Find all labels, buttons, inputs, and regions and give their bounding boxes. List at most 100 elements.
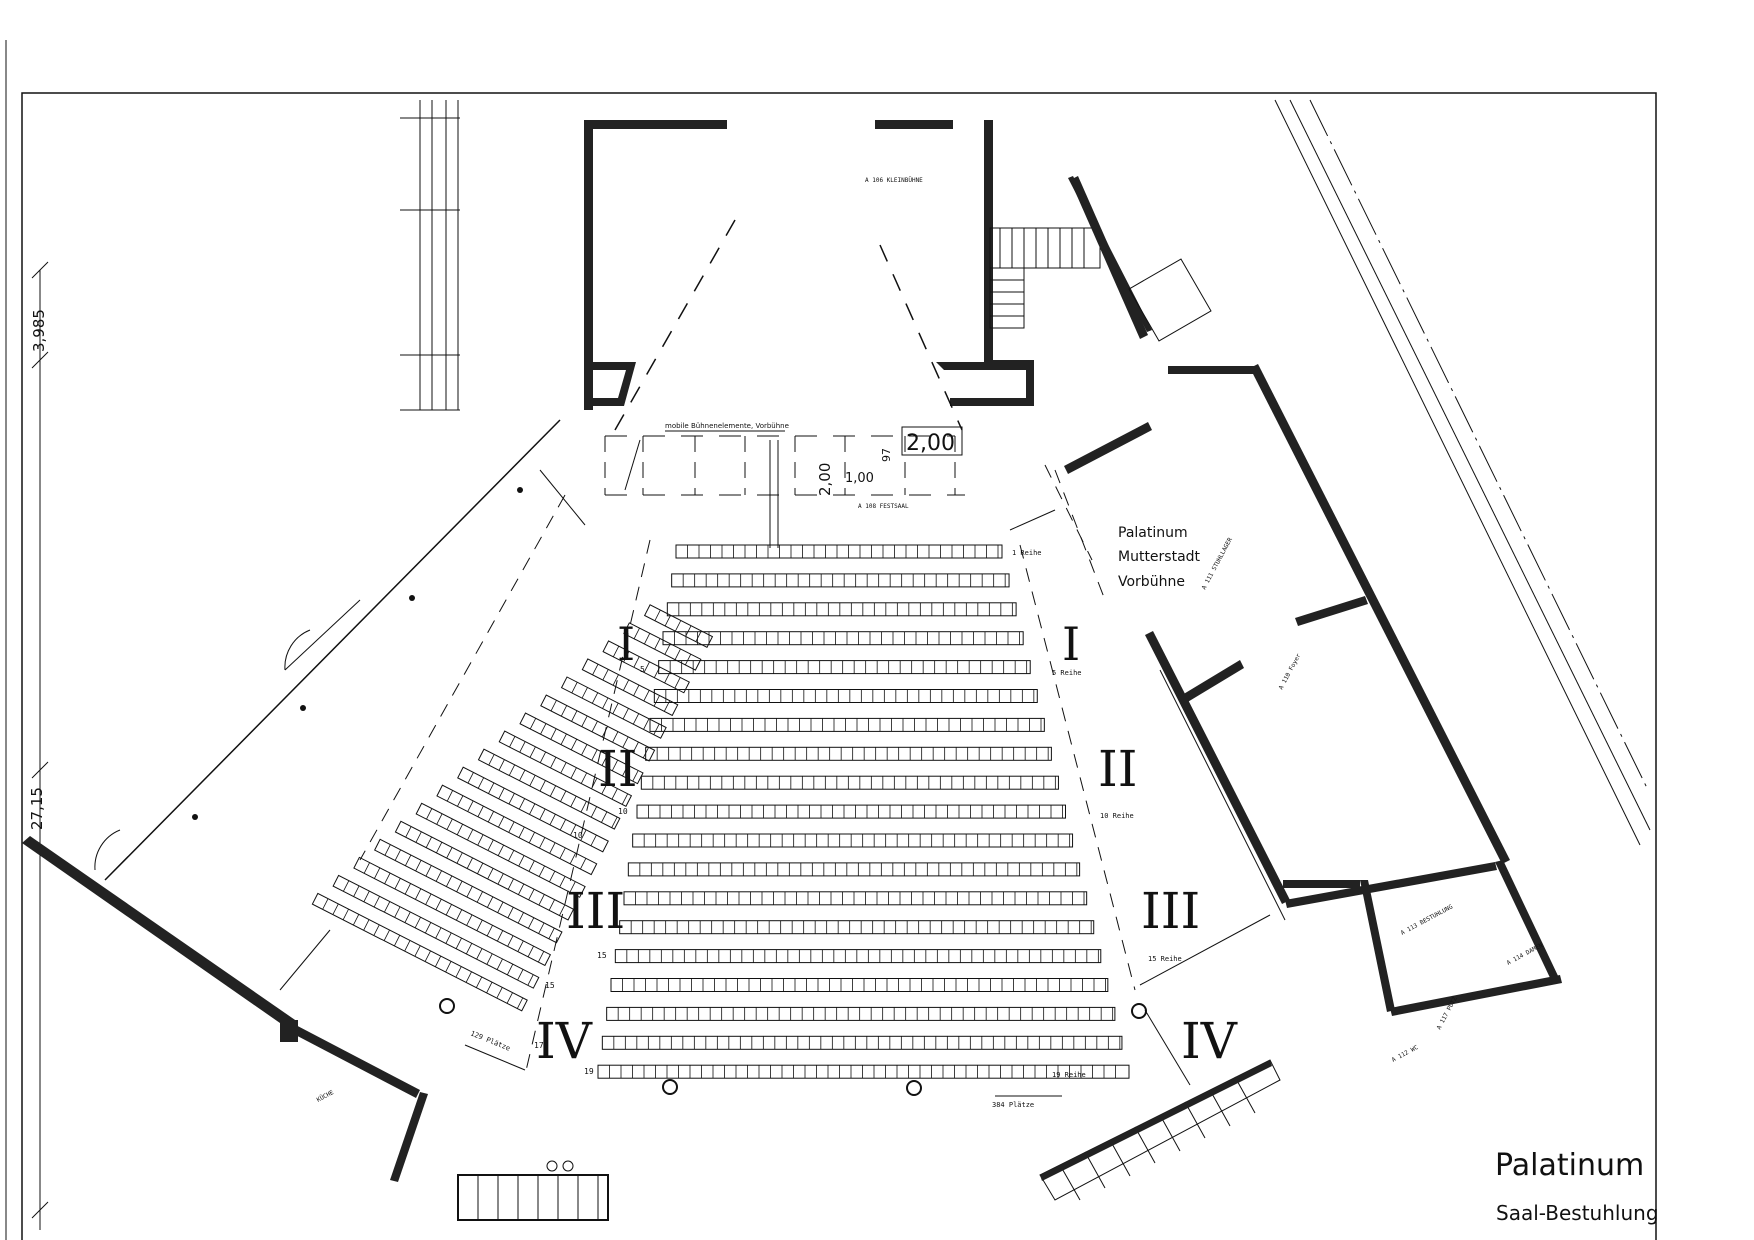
row-label-5: 5 Reihe	[1052, 669, 1082, 677]
venue-label-line3: Vorbühne	[1118, 574, 1185, 590]
center-row-9	[640, 775, 1059, 790]
left-row-16	[332, 874, 540, 989]
stage-sightline-left	[614, 219, 736, 431]
left-dimension-chain	[31, 261, 49, 1230]
lower-stairs	[1039, 1059, 1281, 1201]
pillars	[439, 998, 1147, 1096]
center-row-2	[671, 573, 1010, 588]
dim-tie-right-1	[1009, 509, 1056, 531]
left-row-14	[373, 838, 563, 944]
center-seating-block	[597, 544, 1130, 1079]
dim-left-upper: 3,985	[30, 309, 48, 352]
left-row-10	[457, 766, 609, 853]
row-label-10: 10 Reihe	[1100, 812, 1134, 820]
block-label-4-right: IV	[1181, 1012, 1238, 1070]
left-hall-diagonal-wall	[104, 419, 561, 881]
center-row-16	[610, 978, 1109, 992]
right-dimension-chain	[1274, 99, 1651, 846]
venue-label-line1: Palatinum	[1118, 525, 1188, 541]
left-row-13	[394, 820, 575, 921]
left-hall-door-swing	[284, 629, 311, 671]
block-label-3-right: III	[1141, 882, 1200, 940]
center-row-19	[597, 1064, 1130, 1079]
left-hall-door-swing-2	[94, 829, 121, 871]
row-label-1: 1 Reihe	[1012, 549, 1042, 557]
left-seating-block	[311, 604, 714, 1012]
block-label-3-left: III	[566, 882, 625, 940]
aisle-line-left-inner	[524, 539, 651, 1076]
aisle-line-left-outer	[359, 494, 566, 861]
center-row-7	[649, 717, 1045, 732]
aisle-line-right-inner	[1019, 544, 1136, 991]
center-row-15	[614, 949, 1102, 964]
row-num-10: 10	[618, 807, 628, 816]
seat-count-center: 384 Plätze	[992, 1101, 1034, 1109]
room-wc: A 112 WC	[1391, 1044, 1420, 1064]
right-building-inner-line	[1159, 669, 1286, 921]
title-block-subtitle: Saal-Bestuhlung	[1496, 1201, 1659, 1225]
top-dimension-chain	[400, 100, 460, 411]
center-row-8	[645, 746, 1052, 761]
left-row-2	[623, 622, 702, 671]
room-damen: A 114 DAMEN	[1506, 942, 1545, 967]
center-row-11	[632, 833, 1074, 848]
dim-tie-left-2	[279, 929, 331, 991]
left-row-num-17: 17	[534, 1041, 544, 1050]
left-block-rotated	[311, 604, 714, 1012]
stage-note: mobile Bühnenelemente, Vorbühne	[665, 422, 789, 430]
stage-stairs	[989, 227, 1101, 329]
left-row-3	[602, 640, 690, 694]
block-label-2-right: II	[1098, 740, 1138, 798]
block-label-4-left: IV	[536, 1012, 593, 1070]
block-label-1-right: I	[1062, 617, 1080, 671]
room-festsaal: A 108 FESTSAAL	[858, 503, 909, 510]
sheet-frame	[21, 92, 1657, 1240]
dim-tie-left-1	[539, 469, 586, 526]
center-row-1	[675, 544, 1003, 559]
left-row-11	[436, 784, 598, 876]
venue-label-line2: Mutterstadt	[1118, 549, 1201, 565]
dim-tie-right-2	[1139, 914, 1271, 986]
dim-stage-small: 97	[880, 448, 893, 462]
stage-walls	[584, 120, 1034, 410]
room-foyer: A 110 Foyer	[1278, 652, 1303, 691]
left-row-6	[540, 694, 656, 762]
dim-stage-width: 2,00	[906, 431, 955, 456]
left-row-num-10: 10	[573, 831, 583, 840]
dim-stage-depth: 2,00	[816, 463, 834, 496]
mobile-stage-elements	[604, 435, 965, 548]
lower-left-stairs	[457, 1160, 609, 1221]
room-kueche: KÜCHE	[316, 1089, 336, 1104]
block-label-1-left: I	[617, 617, 635, 671]
center-row-17	[606, 1006, 1116, 1021]
title-block-name: Palatinum	[1495, 1148, 1644, 1183]
row-num-5: 5	[640, 665, 645, 674]
left-row-15	[353, 856, 552, 967]
left-row-5	[560, 676, 667, 739]
left-hall-door	[284, 599, 361, 671]
left-row-7	[519, 712, 644, 785]
room-bestuhlung: A 113 BESTUHLUNG	[1400, 903, 1455, 936]
row-num-15: 15	[597, 951, 607, 960]
room-stuhllager: A 111 STUHLLAGER	[1201, 536, 1234, 591]
left-row-9	[477, 748, 621, 830]
stage-sightline-right	[879, 244, 963, 431]
center-row-5	[658, 660, 1031, 675]
left-row-num-15: 15	[545, 981, 555, 990]
left-row-17	[311, 892, 528, 1012]
center-row-14	[619, 920, 1095, 935]
seat-count-side-underline	[464, 1044, 526, 1071]
center-row-4	[662, 631, 1024, 646]
row-num-19: 19	[584, 1067, 594, 1076]
center-row-10	[636, 804, 1066, 819]
left-row-8	[498, 730, 633, 808]
right-stairs	[1068, 176, 1212, 342]
dim-stage-module: 1,00	[845, 471, 874, 486]
center-row-3	[666, 602, 1017, 617]
center-row-6	[653, 689, 1038, 703]
right-building	[1064, 176, 1562, 1016]
stage-dim-box	[901, 426, 963, 456]
room-kleinbuehne: A 106 KLEINBÜHNE	[865, 177, 923, 184]
